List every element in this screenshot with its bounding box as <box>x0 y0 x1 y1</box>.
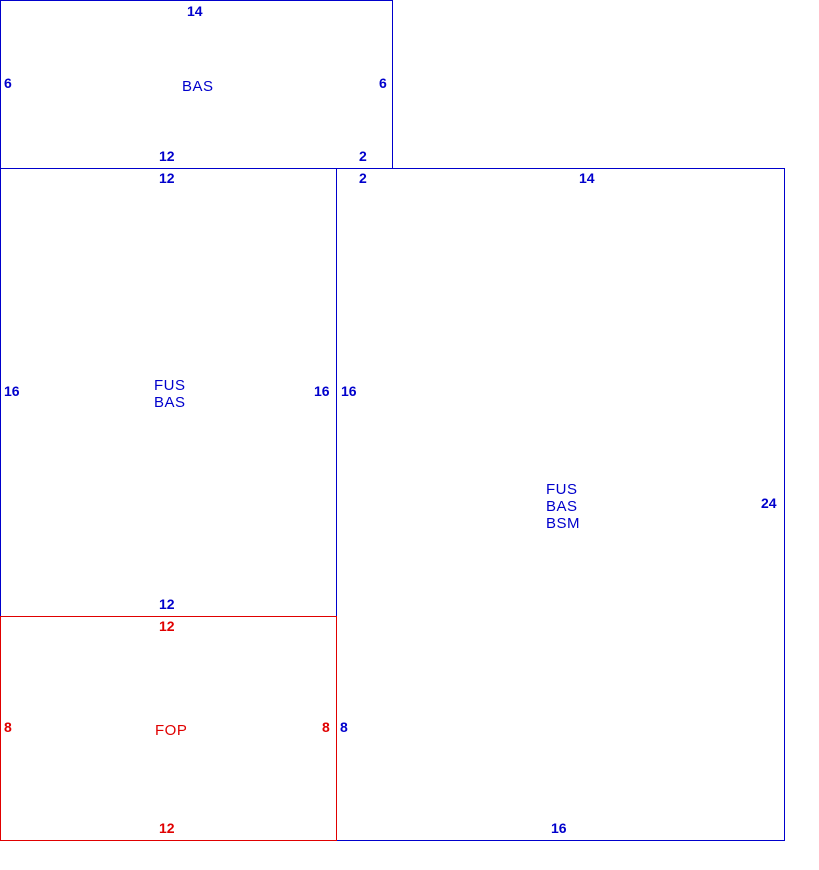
porch-dim-right: 8 <box>322 719 330 735</box>
top-bas-dim-right: 6 <box>379 75 387 91</box>
area-code: BSM <box>546 515 581 532</box>
right-large-dim-left-upper: 16 <box>341 383 357 399</box>
right-large-dim-bottom: 16 <box>551 820 567 836</box>
right-large-dim-left-lower: 8 <box>340 719 348 735</box>
right-large-dim-top: 14 <box>579 170 595 186</box>
middle-left-dim-right: 16 <box>314 383 330 399</box>
top-bas-area-label: BAS <box>182 78 214 95</box>
right-large-area-label: FUS BAS BSM <box>546 481 580 532</box>
top-bas-dim-left: 6 <box>4 75 12 91</box>
area-code: FOP <box>155 722 188 739</box>
right-large-section <box>336 168 785 841</box>
porch-dim-bottom: 12 <box>159 820 175 836</box>
top-bas-dim-top: 14 <box>187 3 203 19</box>
area-code: BAS <box>182 78 214 95</box>
area-code: BAS <box>546 498 578 515</box>
right-large-dim-right: 24 <box>761 495 777 511</box>
area-code: FUS <box>546 481 578 498</box>
porch-area-label: FOP <box>155 722 187 739</box>
middle-left-dim-top-a: 12 <box>159 170 175 186</box>
porch-dim-top: 12 <box>159 618 175 634</box>
middle-left-area-label: FUS BAS <box>154 377 186 411</box>
porch-dim-left: 8 <box>4 719 12 735</box>
area-code: FUS <box>154 377 186 394</box>
middle-left-dim-top-b: 2 <box>359 170 367 186</box>
top-bas-dim-bottom-a: 12 <box>159 148 175 164</box>
middle-left-dim-left: 16 <box>4 383 20 399</box>
area-code: BAS <box>154 394 186 411</box>
top-bas-dim-bottom-b: 2 <box>359 148 367 164</box>
porch-section <box>0 616 337 841</box>
middle-left-dim-bottom: 12 <box>159 596 175 612</box>
